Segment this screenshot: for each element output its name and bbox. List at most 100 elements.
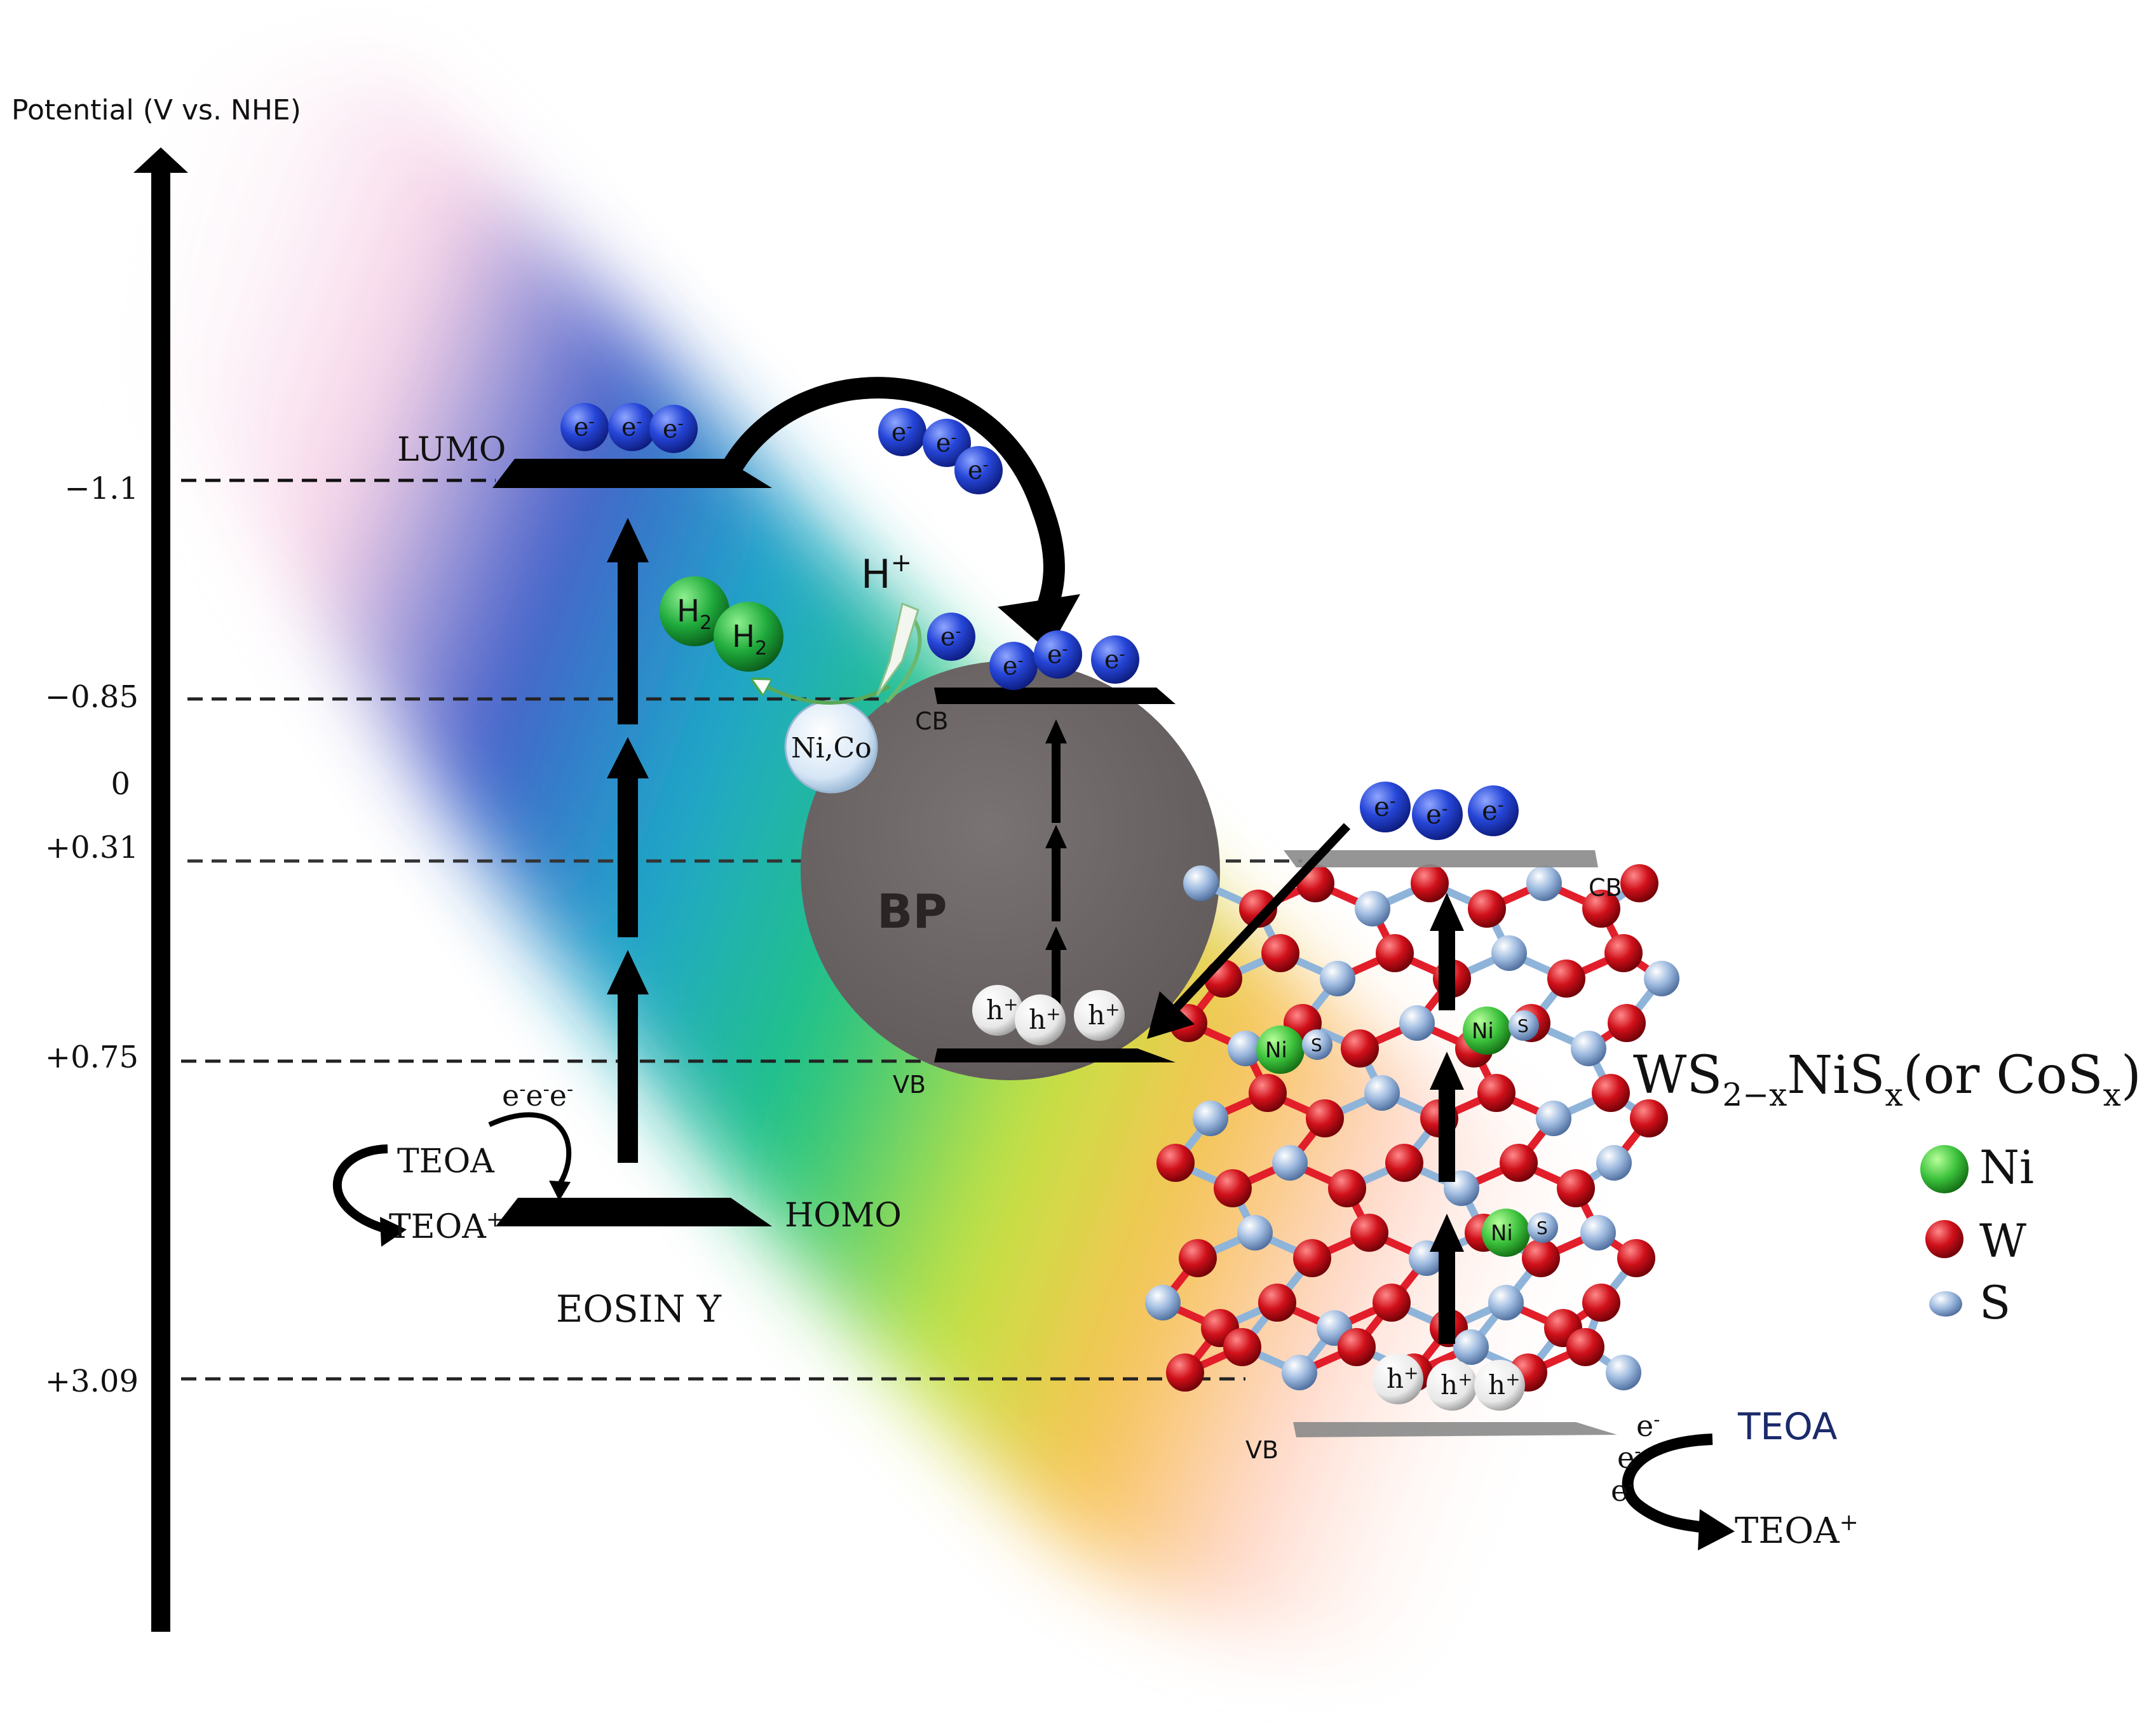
eosin-lumo-level <box>492 459 772 488</box>
electron-symbol: e- <box>621 412 642 442</box>
hole: h+ <box>1074 990 1125 1041</box>
s-atom-label: S <box>1536 1217 1548 1238</box>
eosin-y-label: EOSIN Y <box>556 1287 722 1331</box>
s-atom <box>1272 1145 1308 1181</box>
ni-atom-label: Ni <box>1265 1038 1287 1063</box>
w-atom <box>1214 1169 1252 1207</box>
electron: e- <box>878 408 926 456</box>
electron: e- <box>608 403 656 451</box>
legend-ni-swatch <box>1920 1145 1969 1193</box>
hole-symbol: h+ <box>1386 1362 1419 1394</box>
ws2-vb-label: VB <box>1245 1436 1278 1464</box>
s-atom <box>1606 1355 1641 1390</box>
s-atom <box>1228 1031 1263 1066</box>
homo-label: HOMO <box>785 1197 902 1235</box>
w-atom <box>1376 934 1414 972</box>
black-phosphorus-sphere <box>801 661 1220 1080</box>
w-atom <box>1249 1074 1287 1112</box>
w-atom <box>1293 1239 1331 1277</box>
teoa-right-label: TEOA <box>1737 1405 1838 1448</box>
legend-ni-label: Ni <box>1979 1141 2034 1194</box>
axis-tick-labels: −1.1 −0.85 0 +0.31 +0.75 +3.09 <box>45 471 139 1399</box>
s-atom <box>1644 961 1679 996</box>
electron: e- <box>989 642 1038 690</box>
bp-label: BP <box>877 885 947 939</box>
w-atom <box>1328 1169 1366 1207</box>
electron-label: e-e-e- <box>502 1078 573 1113</box>
tick-label: +3.09 <box>45 1364 139 1399</box>
hole-symbol: h+ <box>986 994 1019 1026</box>
s-atom <box>1364 1075 1400 1111</box>
hole: h+ <box>972 985 1023 1036</box>
legend-w-label: W <box>1979 1214 2026 1268</box>
w-atom <box>1617 1239 1655 1277</box>
electron-symbol: e- <box>940 621 961 651</box>
s-atom <box>1488 1285 1524 1320</box>
s-atom <box>1491 935 1527 971</box>
w-atom <box>1306 1099 1344 1137</box>
electron-symbol: e- <box>892 417 912 447</box>
s-atom <box>1596 1145 1632 1181</box>
electron-symbol: e- <box>663 414 684 444</box>
s-atom-label: S <box>1517 1015 1529 1036</box>
tick-label: −0.85 <box>45 679 139 715</box>
w-atom <box>1500 1144 1538 1182</box>
proton-label: H+ <box>861 548 912 597</box>
w-atom <box>1566 1328 1604 1366</box>
electron: e- <box>927 613 975 661</box>
s-atom <box>1526 865 1562 901</box>
w-atom <box>1592 1074 1630 1112</box>
electron-label: e- <box>1617 1441 1641 1475</box>
w-atom <box>1223 1328 1261 1366</box>
s-atom <box>1193 1101 1228 1136</box>
w-atom <box>1258 1284 1296 1322</box>
electron: e- <box>1091 635 1139 684</box>
w-atom <box>1385 1144 1423 1182</box>
w-atom <box>1166 1353 1204 1392</box>
electron-label: e- <box>1611 1474 1634 1508</box>
tick-label: −1.1 <box>64 471 139 506</box>
w-atom <box>1261 934 1299 972</box>
hole-symbol: h+ <box>1029 1003 1061 1035</box>
legend-s-swatch <box>1929 1291 1962 1317</box>
electron-symbol: e- <box>1104 644 1125 674</box>
tick-label: 0 <box>111 766 130 802</box>
hole-symbol: h+ <box>1441 1369 1473 1400</box>
svg-text:H2: H2 <box>677 593 712 634</box>
w-atom <box>1620 864 1658 902</box>
axis-title: Potential (V vs. NHE) <box>11 94 301 126</box>
w-atom <box>1522 1239 1560 1277</box>
svg-text:H2: H2 <box>732 619 767 660</box>
ws2-conduction-band <box>1284 850 1598 867</box>
electron: e- <box>1468 785 1519 836</box>
s-atom <box>1355 891 1390 926</box>
hole: h+ <box>1427 1360 1477 1411</box>
teoa-plus-label: TEOA+ <box>389 1207 504 1246</box>
hole: h+ <box>1373 1353 1423 1404</box>
electron: e- <box>1412 789 1463 840</box>
w-atom <box>1582 1284 1620 1322</box>
w-atom <box>1604 934 1643 972</box>
electron: e- <box>560 403 609 451</box>
hole: h+ <box>1015 994 1066 1045</box>
s-atom <box>1237 1215 1273 1251</box>
w-atom <box>1341 1029 1379 1068</box>
tick-label: +0.31 <box>45 830 139 865</box>
legend-w-swatch <box>1925 1220 1963 1258</box>
electron-label: e- <box>1636 1409 1660 1443</box>
electron-symbol: e- <box>574 412 595 442</box>
h2-molecule: H2 H2 <box>660 576 783 672</box>
electron-symbol: e- <box>1482 794 1503 826</box>
s-atom <box>1571 1031 1606 1066</box>
hole-symbol: h+ <box>1488 1369 1521 1400</box>
w-atom <box>1547 959 1585 998</box>
eosin-excitation-arrows <box>607 518 649 1163</box>
s-atom <box>1183 865 1219 901</box>
w-atom <box>1350 1214 1388 1252</box>
w-atom <box>1468 890 1506 928</box>
